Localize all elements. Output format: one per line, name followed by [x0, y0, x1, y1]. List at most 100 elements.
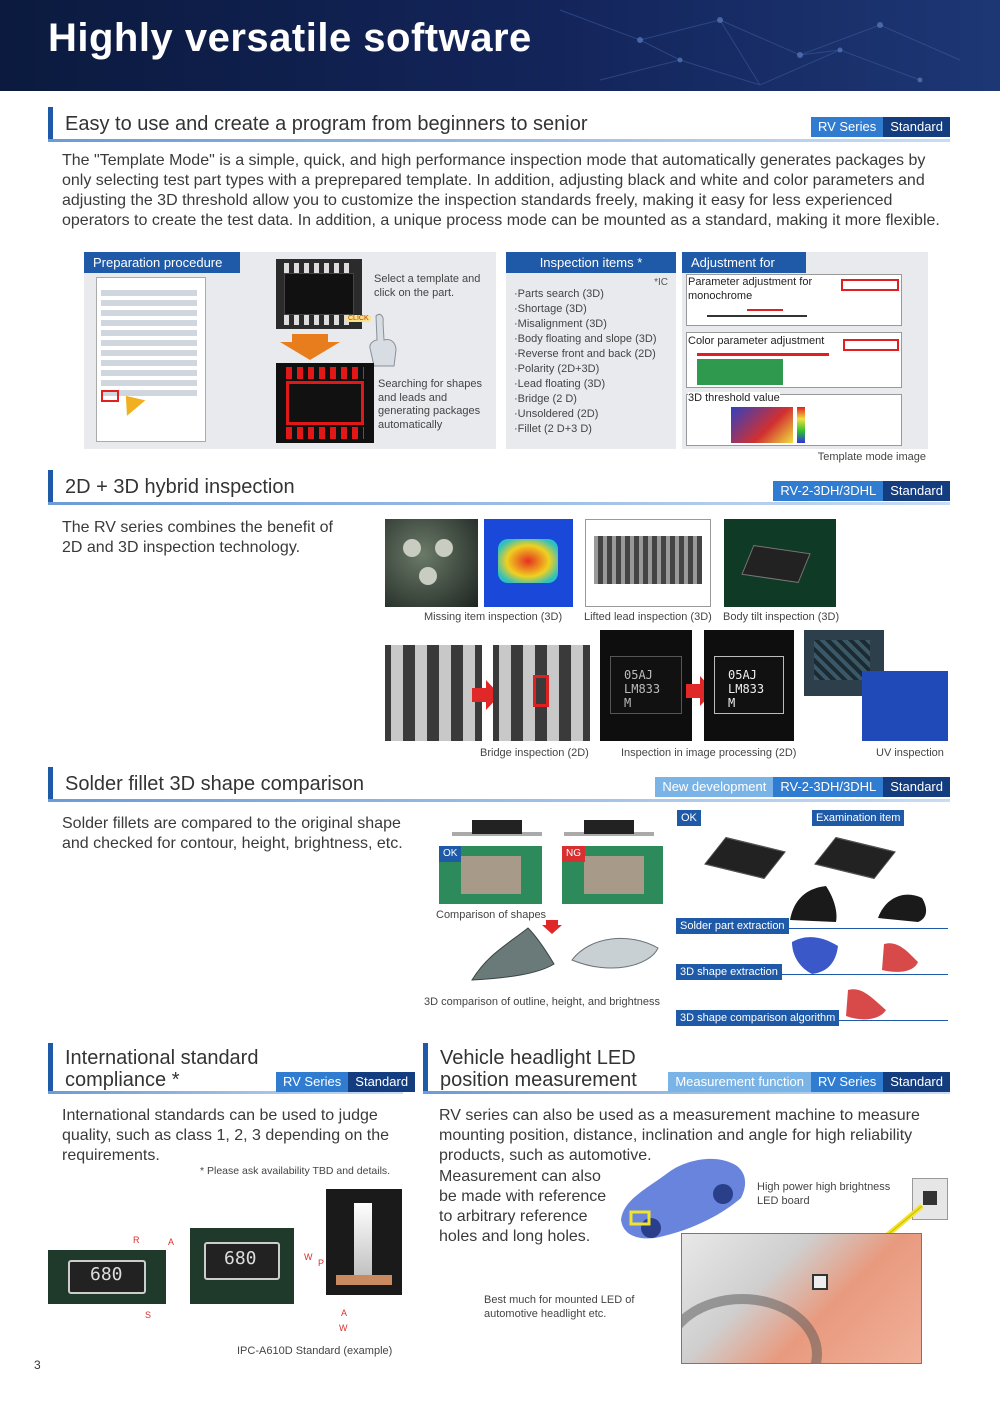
- list-item: ·Lead floating (3D): [514, 378, 606, 390]
- car-wireframe-image: [621, 1158, 746, 1239]
- header-banner: Highly versatile software: [0, 0, 1000, 91]
- step-select-template: Select a template and click on the part.: [374, 273, 481, 299]
- adjust-monochrome-label: Parameter adjustment for monochrome: [688, 276, 818, 303]
- inspection-items-list: ·Parts search (3D) ·Shortage (3D) ·Misal…: [514, 287, 656, 437]
- section-title: Solder fillet 3D shape comparison: [65, 773, 365, 795]
- chip-ok-render: [700, 830, 796, 882]
- tag-rv-series: RV Series: [276, 1072, 349, 1092]
- section-rule: [48, 139, 950, 142]
- section-rule: [48, 502, 950, 505]
- chip-profile-ng: [564, 818, 654, 838]
- tag-rv-series: RV Series: [810, 1072, 884, 1092]
- bridge-before-photo: [385, 645, 482, 741]
- resistor-code: 680: [224, 1248, 257, 1269]
- adjustment-panel: Adjustment for Parameter adjustment for …: [682, 252, 928, 449]
- dimension-r: R: [133, 1235, 140, 1245]
- chip-before-photo: 05AJ LM833 M: [600, 630, 692, 741]
- chip-exam-render: [810, 830, 906, 882]
- lifted-lead-screen: [585, 519, 711, 607]
- red-comparison-shape: [846, 989, 886, 1020]
- chip-text: LM833: [624, 682, 661, 696]
- chip-text: M: [624, 696, 632, 710]
- led-board-label: High power high brightness LED board: [757, 1181, 891, 1207]
- chip-text: M: [728, 696, 736, 710]
- tag-standard: Standard: [883, 777, 950, 797]
- adjust-color-label: Color parameter adjustment: [688, 335, 825, 349]
- inspection-items-panel: Inspection items * *IC ·Parts search (3D…: [506, 252, 676, 449]
- list-item: ·Polarity (2D+3D): [514, 363, 600, 375]
- solder-extraction-label: Solder part extraction: [676, 918, 789, 934]
- comparison-algorithm-label: 3D shape comparison algorithm: [676, 1010, 840, 1026]
- step-divider: [676, 974, 948, 975]
- best-use-caption: Best much for mounted LED of automotive …: [484, 1294, 635, 1320]
- ng-label: NG: [562, 846, 585, 862]
- page-title: Highly versatile software: [48, 16, 532, 60]
- 3d-extraction-label: 3D shape extraction: [676, 964, 782, 980]
- chip-profile-ok: [452, 818, 542, 838]
- caption-image-processing: Inspection in image processing (2D): [621, 747, 797, 759]
- fillet-3d-shape-ng: [571, 937, 659, 969]
- pointing-hand-icon: [369, 313, 397, 367]
- tag-standard: Standard: [883, 1072, 950, 1092]
- page-number: 3: [34, 1358, 41, 1372]
- adjustment-heading: Adjustment for: [682, 252, 806, 273]
- list-item: ·Misalignment (3D): [514, 318, 607, 330]
- section-rule: [48, 799, 950, 802]
- uv-inspection-photo: [862, 671, 948, 741]
- tag-standard: Standard: [883, 481, 950, 501]
- fillet-description: Solder fillets are compared to the origi…: [62, 815, 403, 852]
- red-3d-shape: [882, 943, 918, 972]
- lead-profile-photo: [326, 1189, 402, 1295]
- click-badge: CLICK: [346, 315, 371, 322]
- dimension-a: A: [168, 1237, 175, 1247]
- blue-3d-shape: [792, 937, 838, 974]
- ic-note: *IC: [654, 277, 668, 288]
- caption-3d-comparison: 3D comparison of outline, height, and br…: [424, 996, 661, 1008]
- caption-bridge: Bridge inspection (2D): [480, 747, 589, 759]
- headlight-reference-note: Measurement can also be made with refere…: [439, 1168, 607, 1245]
- list-item: ·Reverse front and back (2D): [514, 348, 656, 360]
- tag-model: RV-2-3DH/3DHL: [773, 777, 884, 797]
- caption-shapes: Comparison of shapes: [436, 909, 547, 921]
- section-title-line2: position measurement: [440, 1069, 637, 1091]
- template-mode-caption: Template mode image: [817, 451, 926, 463]
- solder-black-shape-ok: [790, 886, 837, 922]
- generated-package-image: [276, 363, 374, 443]
- resistor-photo-1: 680: [48, 1250, 166, 1304]
- caption-tilt: Body tilt inspection (3D): [723, 611, 840, 623]
- section-rule: [423, 1091, 950, 1094]
- banner-network-pattern: [559, 9, 961, 86]
- ok-label: OK: [677, 810, 701, 826]
- list-item: ·Parts search (3D): [514, 288, 604, 300]
- list-item: ·Bridge (2 D): [514, 393, 577, 405]
- examination-item-label: Examination item: [812, 810, 905, 826]
- section-title-line1: Vehicle headlight LED: [440, 1047, 636, 1069]
- section-template-mode-header: Easy to use and create a program from be…: [48, 107, 950, 141]
- template-list-window: [96, 277, 206, 442]
- solder-black-shape-exam: [878, 894, 927, 922]
- section-title: Easy to use and create a program from be…: [65, 113, 588, 135]
- missing-item-3d-map: [484, 519, 573, 607]
- headlight-description: RV series can also be used as a measurem…: [439, 1107, 920, 1164]
- caption-lifted: Lifted lead inspection (3D): [584, 611, 712, 623]
- led-board-photo: [912, 1178, 948, 1220]
- preparation-panel: Preparation procedure CLICK Select a tem…: [84, 252, 496, 449]
- list-item: ·Unsoldered (2D): [514, 408, 599, 420]
- section-title-line1: International standard: [65, 1047, 259, 1069]
- section-title-line2: compliance *: [65, 1069, 180, 1091]
- missing-item-photo: [385, 519, 478, 607]
- step-auto-generate: Searching for shapes and leads and gener…: [378, 378, 482, 431]
- section-title: 2D + 3D hybrid inspection: [65, 476, 295, 498]
- inspection-items-heading: Inspection items *: [506, 252, 676, 273]
- down-arrow-icon: [542, 920, 562, 934]
- caption-uv: UV inspection: [876, 747, 944, 759]
- chip-text: 05AJ: [624, 668, 653, 682]
- section-fillet-header: Solder fillet 3D shape comparison: [48, 767, 950, 801]
- fillet-ng-photo: NG: [562, 846, 663, 904]
- ipc-caption: IPC-A610D Standard (example): [237, 1345, 393, 1357]
- dimension-w: W: [339, 1323, 348, 1333]
- adjust-3d-label: 3D threshold value: [688, 392, 780, 406]
- chip-text: LM833: [728, 682, 765, 696]
- tag-standard: Standard: [883, 117, 950, 137]
- preparation-heading: Preparation procedure: [84, 252, 240, 273]
